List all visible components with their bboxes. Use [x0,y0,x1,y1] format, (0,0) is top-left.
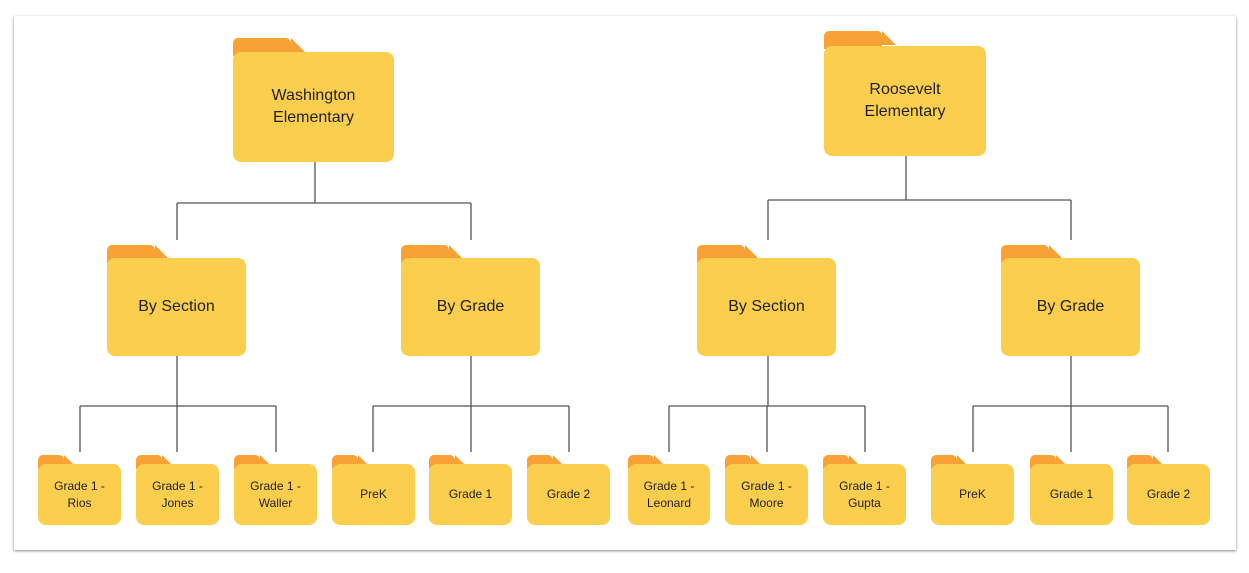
folder-prek[interactable]: PreK [332,455,415,525]
folder-icon [824,31,896,49]
folder-prek[interactable]: PreK [931,455,1014,525]
connector-line [668,356,866,452]
folder-grade1-leonard[interactable]: Grade 1 - Leonard [628,455,710,525]
folder-label: Grade 1 - Jones [152,478,203,510]
folder-grade-2[interactable]: Grade 2 [527,455,610,525]
folder-washington-by-grade[interactable]: By Grade [401,245,540,356]
folder-label: Roosevelt Elementary [864,81,946,120]
folder-label: Grade 1 - Waller [250,478,301,510]
folder-roosevelt-by-section[interactable]: By Section [697,245,836,356]
folder-grade-2[interactable]: Grade 2 [1127,455,1210,525]
connector-line [972,356,1169,452]
folder-label: PreK [360,487,387,501]
folder-roosevelt-by-grade[interactable]: By Grade [1001,245,1140,356]
folder-grade1-moore[interactable]: Grade 1 - Moore [725,455,808,525]
folder-label: Grade 1 - Rios [54,478,105,510]
folder-label: PreK [959,487,986,501]
connector-line [176,162,472,240]
folder-label: Grade 1 [1049,487,1094,501]
folder-washington-elementary[interactable]: Washington Elementary [233,38,394,162]
folder-label: Grade 1 - Gupta [839,478,890,510]
connector-line [79,356,277,452]
folder-washington-by-section[interactable]: By Section [107,245,246,356]
folder-icon [233,38,305,56]
folder-grade1-jones[interactable]: Grade 1 - Jones [136,455,219,525]
folder-label: By Section [728,298,805,315]
folder-grade1-rios[interactable]: Grade 1 - Rios [38,455,121,525]
folder-label: By Section [138,298,215,315]
folder-label: Grade 1 [448,487,493,501]
folder-label: Grade 2 [1146,487,1191,501]
folder-grade1-gupta[interactable]: Grade 1 - Gupta [823,455,906,525]
folder-label: Grade 1 - Moore [741,478,792,510]
connector-line [372,356,570,452]
folder-label: Grade 2 [546,487,591,501]
folder-roosevelt-elementary[interactable]: Roosevelt Elementary [824,31,986,156]
folder-grade-1[interactable]: Grade 1 [429,455,512,525]
folder-grade1-waller[interactable]: Grade 1 - Waller [234,455,317,525]
connector-line [767,156,1072,240]
folder-label: Washington Elementary [271,87,356,126]
folder-label: Grade 1 - Leonard [643,478,695,510]
folder-label: By Grade [1036,298,1105,315]
folder-label: By Grade [436,298,505,315]
folder-grade-1[interactable]: Grade 1 [1030,455,1113,525]
